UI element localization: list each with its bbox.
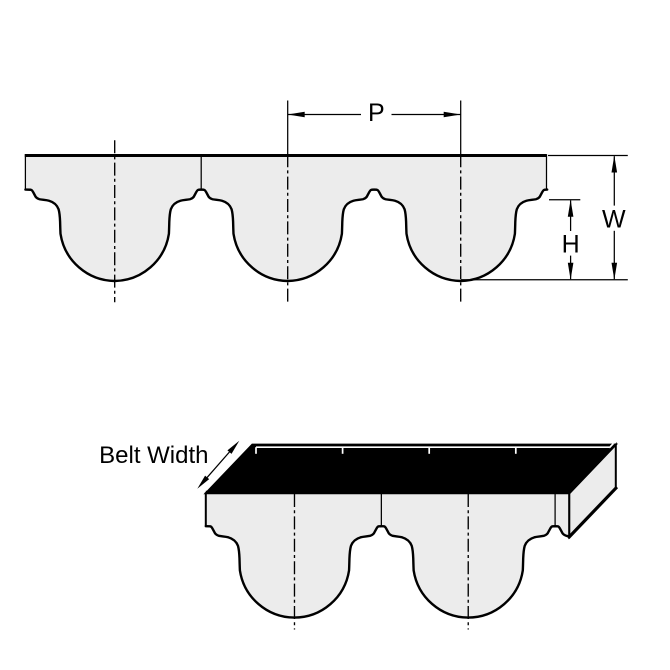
back-edge-mark-corner <box>608 442 615 449</box>
pitch-label: P <box>368 99 385 127</box>
belt-width-dimension: Belt Width <box>99 440 240 489</box>
tooth-height-label: H <box>562 230 580 258</box>
side-face-bottom-edge <box>567 485 619 540</box>
pitch-dimension: P <box>287 99 462 155</box>
pitch-arrowhead-left <box>287 111 305 118</box>
belt-front-face-fill <box>205 492 570 618</box>
tooth-height-arrowhead-bottom <box>567 262 574 280</box>
tooth-height-dimension: H <box>549 199 581 280</box>
belt-width-arrowhead-back <box>227 440 240 454</box>
belt-width-arrowhead-front <box>197 475 210 489</box>
belt-thickness-dimension: W <box>461 154 628 281</box>
profile-view: P W H <box>24 99 628 303</box>
thickness-arrowhead-bottom <box>611 262 618 280</box>
belt-top-face <box>203 443 619 495</box>
tooth-centerlines <box>114 140 462 303</box>
isometric-view: Belt Width <box>99 440 619 630</box>
belt-front-profile-outline <box>204 525 571 619</box>
thickness-arrowhead-top <box>611 155 618 173</box>
thickness-label: W <box>602 205 626 233</box>
belt-body-fill <box>25 155 548 281</box>
tooth-centerlines-isometric <box>293 494 469 630</box>
tooth-height-arrowhead-top <box>567 199 574 217</box>
back-edge-tooth-marks <box>255 442 615 454</box>
belt-profile-outline <box>24 188 549 283</box>
belt-width-label: Belt Width <box>99 442 208 469</box>
pitch-arrowhead-right <box>443 111 461 118</box>
